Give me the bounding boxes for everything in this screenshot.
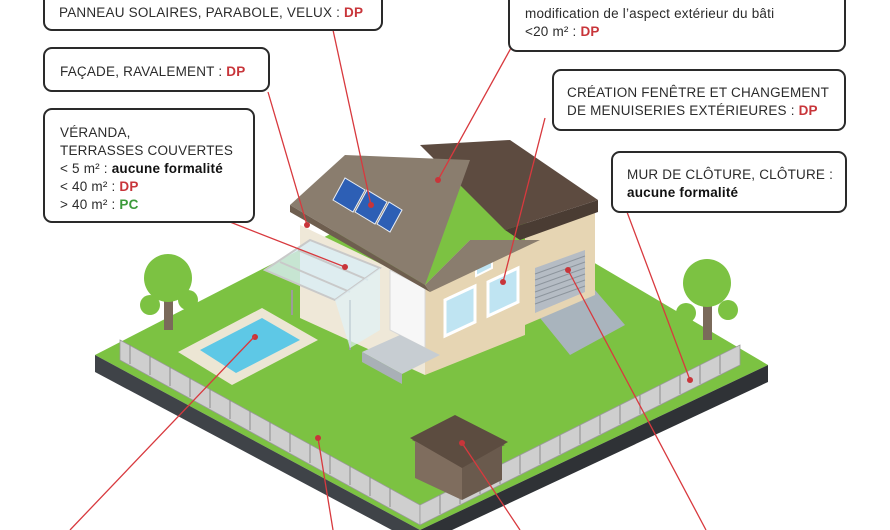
callout-solar-panels-label: PANNEAU SOLAIRES, PARABOLE, VELUX : xyxy=(59,5,345,20)
solar-panel-icon xyxy=(332,177,403,233)
callout-veranda-row3-value: PC xyxy=(119,197,139,212)
tree-icon xyxy=(140,254,198,330)
callout-solar-panels-code: DP xyxy=(344,5,364,20)
veranda xyxy=(262,238,383,350)
callout-windows-label: DE MENUISERIES EXTÉRIEURES : xyxy=(567,103,799,118)
callout-exterior-aspect: modification de l’aspect extérieur du bâ… xyxy=(508,0,846,52)
callout-facade-label: FAÇADE, RAVALEMENT : xyxy=(60,64,227,79)
pointer-lines xyxy=(69,29,707,530)
callout-veranda-row1-value: aucune formalité xyxy=(111,161,223,176)
callout-veranda-row2-label: < 40 m² : xyxy=(60,179,120,194)
callout-windows-line1: CRÉATION FENÊTRE ET CHANGEMENT xyxy=(567,85,830,100)
callout-facade-code: DP xyxy=(226,64,246,79)
callout-veranda-title: VÉRANDA, xyxy=(60,125,131,140)
callout-veranda-row3-label: > 40 m² : xyxy=(60,197,120,212)
garage xyxy=(420,140,598,325)
callout-veranda-row2-value: DP xyxy=(119,179,139,194)
callout-windows-code: DP xyxy=(798,103,818,118)
callout-facade: FAÇADE, RAVALEMENT : DP xyxy=(43,47,270,92)
callout-exterior-aspect-line1: modification de l’aspect extérieur du bâ… xyxy=(525,6,775,21)
callout-solar-panels: PANNEAU SOLAIRES, PARABOLE, VELUX : DP xyxy=(43,0,383,31)
callout-veranda: VÉRANDA, TERRASSES COUVERTES < 5 m² : au… xyxy=(43,108,255,223)
callout-fence-line1: MUR DE CLÔTURE, CLÔTURE : xyxy=(627,167,834,182)
callout-fence: MUR DE CLÔTURE, CLÔTURE : aucune formali… xyxy=(611,151,847,213)
tree-icon xyxy=(676,259,738,340)
callout-fence-line2: aucune formalité xyxy=(627,185,739,200)
callout-veranda-row1-label: < 5 m² : xyxy=(60,161,112,176)
callout-windows: CRÉATION FENÊTRE ET CHANGEMENT DE MENUIS… xyxy=(552,69,846,131)
callout-veranda-subtitle: TERRASSES COUVERTES xyxy=(60,143,234,158)
callout-exterior-aspect-code: DP xyxy=(580,24,600,39)
callout-exterior-aspect-label: <20 m² : xyxy=(525,24,581,39)
